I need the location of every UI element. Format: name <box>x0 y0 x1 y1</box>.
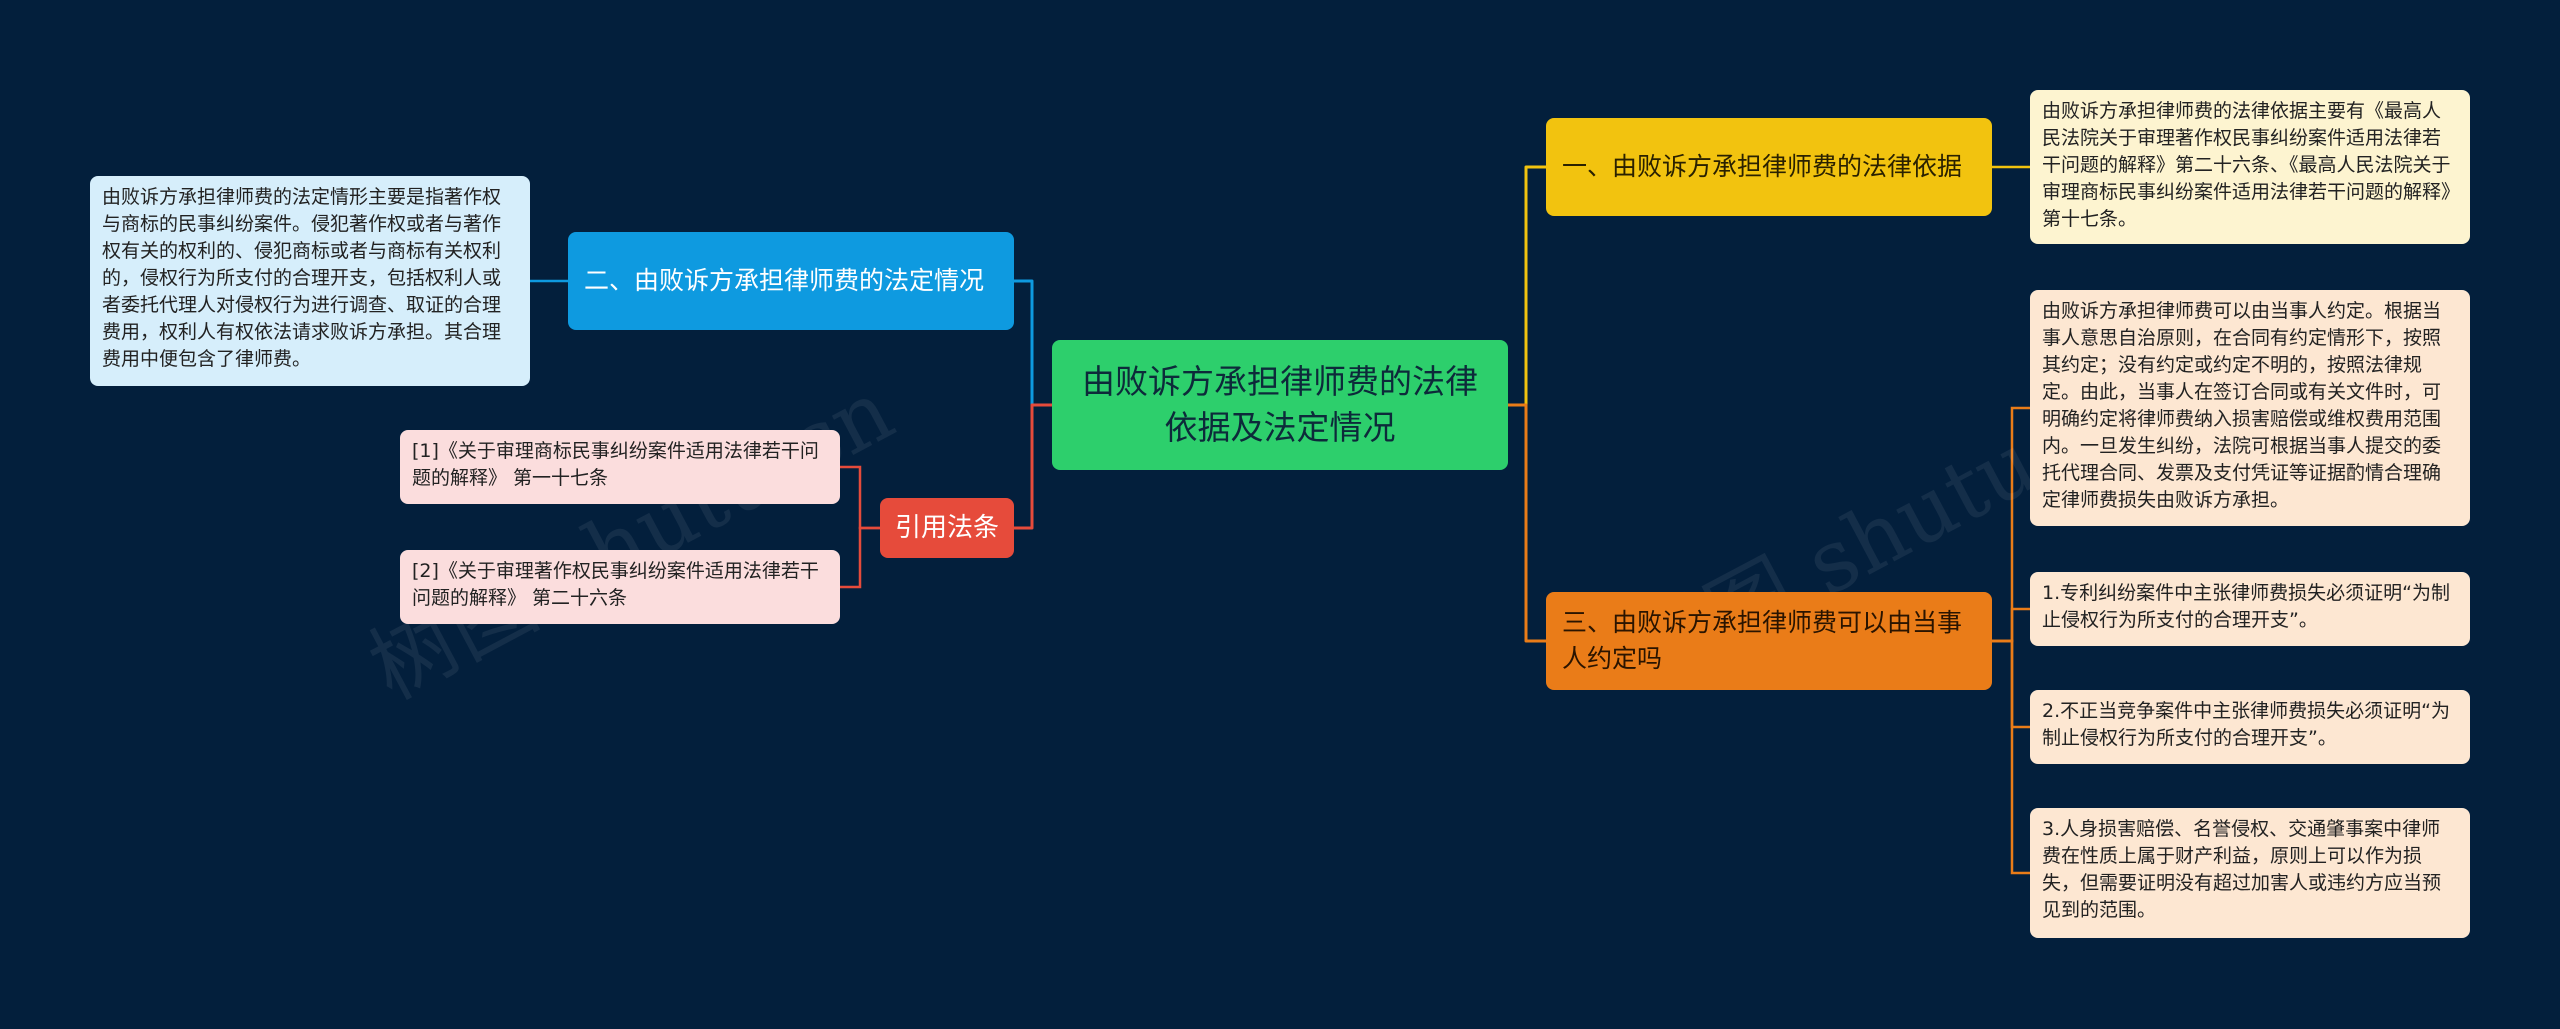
citation-item-2[interactable]: [2]《关于审理著作权民事纠纷案件适用法律若干问题的解释》 第二十六条 <box>400 550 840 624</box>
connector-agreement-detail-4 <box>1992 639 2030 875</box>
connector-agreement-detail-1 <box>1992 406 2030 643</box>
connector-citations-detail-2 <box>840 526 880 589</box>
connector-root-legal-basis <box>1508 165 1546 407</box>
connector-root-statutory <box>1014 279 1052 407</box>
legal-basis-detail[interactable]: 由败诉方承担律师费的法律依据主要有《最高人民法院关于审理著作权民事纠纷案件适用法… <box>2030 90 2470 244</box>
branch-agreement[interactable]: 三、由败诉方承担律师费可以由当事人约定吗 <box>1546 592 1992 690</box>
statutory-cases-detail[interactable]: 由败诉方承担律师费的法定情形主要是指著作权与商标的民事纠纷案件。侵犯著作权或者与… <box>90 176 530 386</box>
connector-citations-detail-1 <box>840 465 880 530</box>
agreement-detail-personal-injury[interactable]: 3.人身损害赔偿、名誉侵权、交通肇事案中律师费在性质上属于财产利益，原则上可以作… <box>2030 808 2470 938</box>
root-topic[interactable]: 由败诉方承担律师费的法律依据及法定情况 <box>1052 340 1508 470</box>
branch-legal-basis[interactable]: 一、由败诉方承担律师费的法律依据 <box>1546 118 1992 216</box>
agreement-detail-overview[interactable]: 由败诉方承担律师费可以由当事人约定。根据当事人意思自治原则，在合同有约定情形下，… <box>2030 290 2470 526</box>
agreement-detail-patent[interactable]: 1.专利纠纷案件中主张律师费损失必须证明“为制止侵权行为所支付的合理开支”。 <box>2030 572 2470 646</box>
branch-statutory-cases[interactable]: 二、由败诉方承担律师费的法定情况 <box>568 232 1014 330</box>
connector-root-citations <box>1014 403 1052 530</box>
branch-citations[interactable]: 引用法条 <box>880 498 1014 558</box>
connector-root-agreement <box>1508 403 1546 643</box>
connector-agreement-detail-2 <box>1992 607 2030 643</box>
agreement-detail-unfair-competition[interactable]: 2.不正当竞争案件中主张律师费损失必须证明“为制止侵权行为所支付的合理开支”。 <box>2030 690 2470 764</box>
citation-item-1[interactable]: [1]《关于审理商标民事纠纷案件适用法律若干问题的解释》 第一十七条 <box>400 430 840 504</box>
